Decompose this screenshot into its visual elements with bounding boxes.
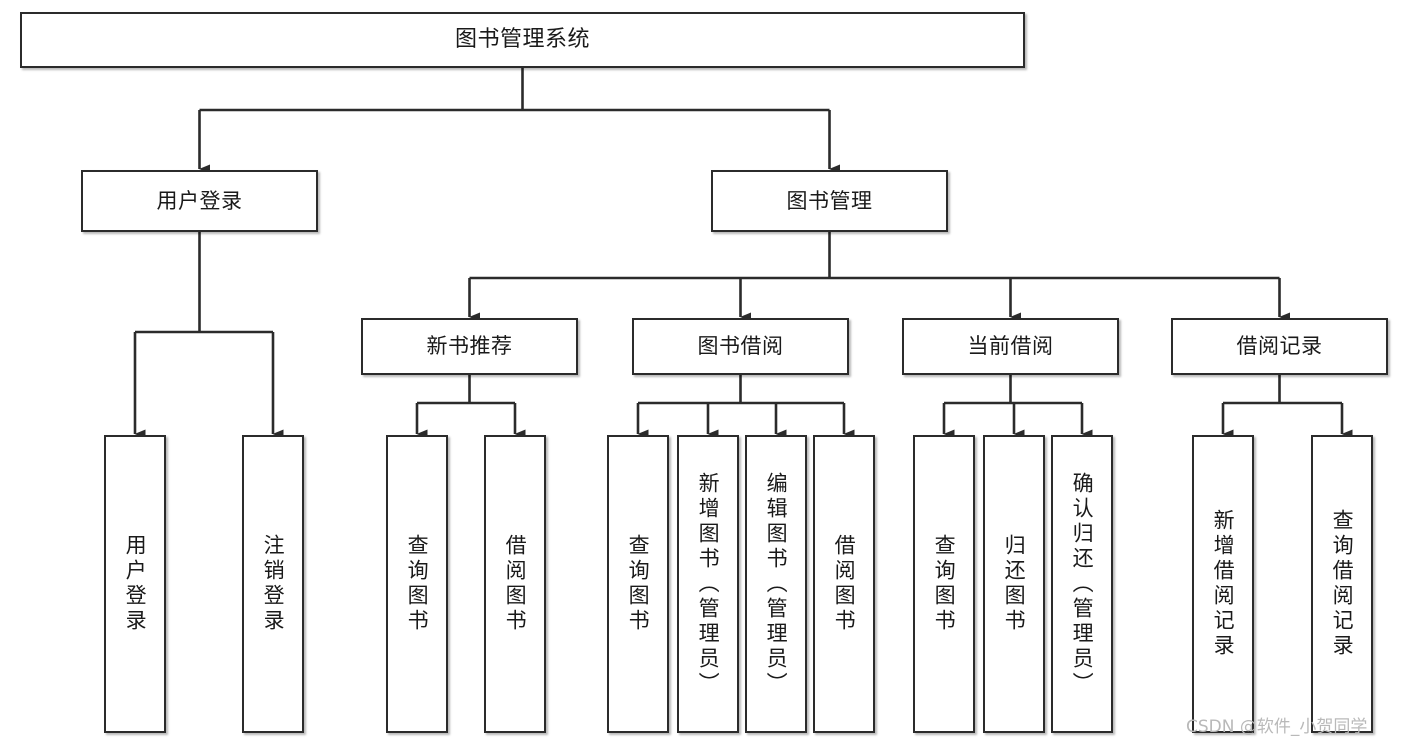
node-current[interactable]: 当前借阅 [902,318,1119,375]
node-borrow[interactable]: 图书借阅 [632,318,849,375]
node-leaf-confirm-return[interactable]: 确认归还（管理员） [1051,435,1113,733]
node-leaf-query-book-1[interactable]: 查询图书 [386,435,448,733]
node-label: 查询图书 [405,534,430,634]
node-leaf-edit-book[interactable]: 编辑图书（管理员） [745,435,807,733]
node-label: 借阅图书 [503,534,528,634]
node-leaf-add-book[interactable]: 新增图书（管理员） [677,435,739,733]
node-bookmgmt[interactable]: 图书管理 [711,170,948,232]
node-label: 图书借阅 [697,334,784,359]
node-leaf-borrow-book-2[interactable]: 借阅图书 [813,435,875,733]
node-label: 查询图书 [932,534,957,634]
node-leaf-user-logout[interactable]: 注销登录 [242,435,304,733]
node-label: 编辑图书（管理员） [764,471,789,697]
node-label: 新增图书（管理员） [696,471,721,697]
node-leaf-borrow-book-1[interactable]: 借阅图书 [484,435,546,733]
node-newbook[interactable]: 新书推荐 [361,318,578,375]
node-label: 新增借阅记录 [1211,509,1236,659]
node-leaf-query-record[interactable]: 查询借阅记录 [1311,435,1373,733]
node-label: 图书管理系统 [454,27,590,53]
node-login[interactable]: 用户登录 [81,170,318,232]
node-label: 用户登录 [123,534,148,634]
node-label: 当前借阅 [967,334,1054,359]
node-root[interactable]: 图书管理系统 [20,12,1025,68]
node-label: 查询图书 [626,534,651,634]
watermark: CSDN @软件_小贺同学 [1186,717,1368,737]
node-label: 用户登录 [156,188,243,213]
node-label: 注销登录 [261,534,286,634]
node-label: 借阅图书 [832,534,857,634]
node-label: 确认归还（管理员） [1070,471,1095,697]
node-label: 图书管理 [786,188,873,213]
node-leaf-user-login[interactable]: 用户登录 [104,435,166,733]
node-label: 借阅记录 [1236,334,1323,359]
node-leaf-query-book-2[interactable]: 查询图书 [607,435,669,733]
node-label: 新书推荐 [426,334,513,359]
node-leaf-query-book-3[interactable]: 查询图书 [913,435,975,733]
node-label: 归还图书 [1002,534,1027,634]
node-records[interactable]: 借阅记录 [1171,318,1388,375]
node-leaf-add-record[interactable]: 新增借阅记录 [1192,435,1254,733]
node-leaf-return-book[interactable]: 归还图书 [983,435,1045,733]
node-label: 查询借阅记录 [1330,509,1355,659]
